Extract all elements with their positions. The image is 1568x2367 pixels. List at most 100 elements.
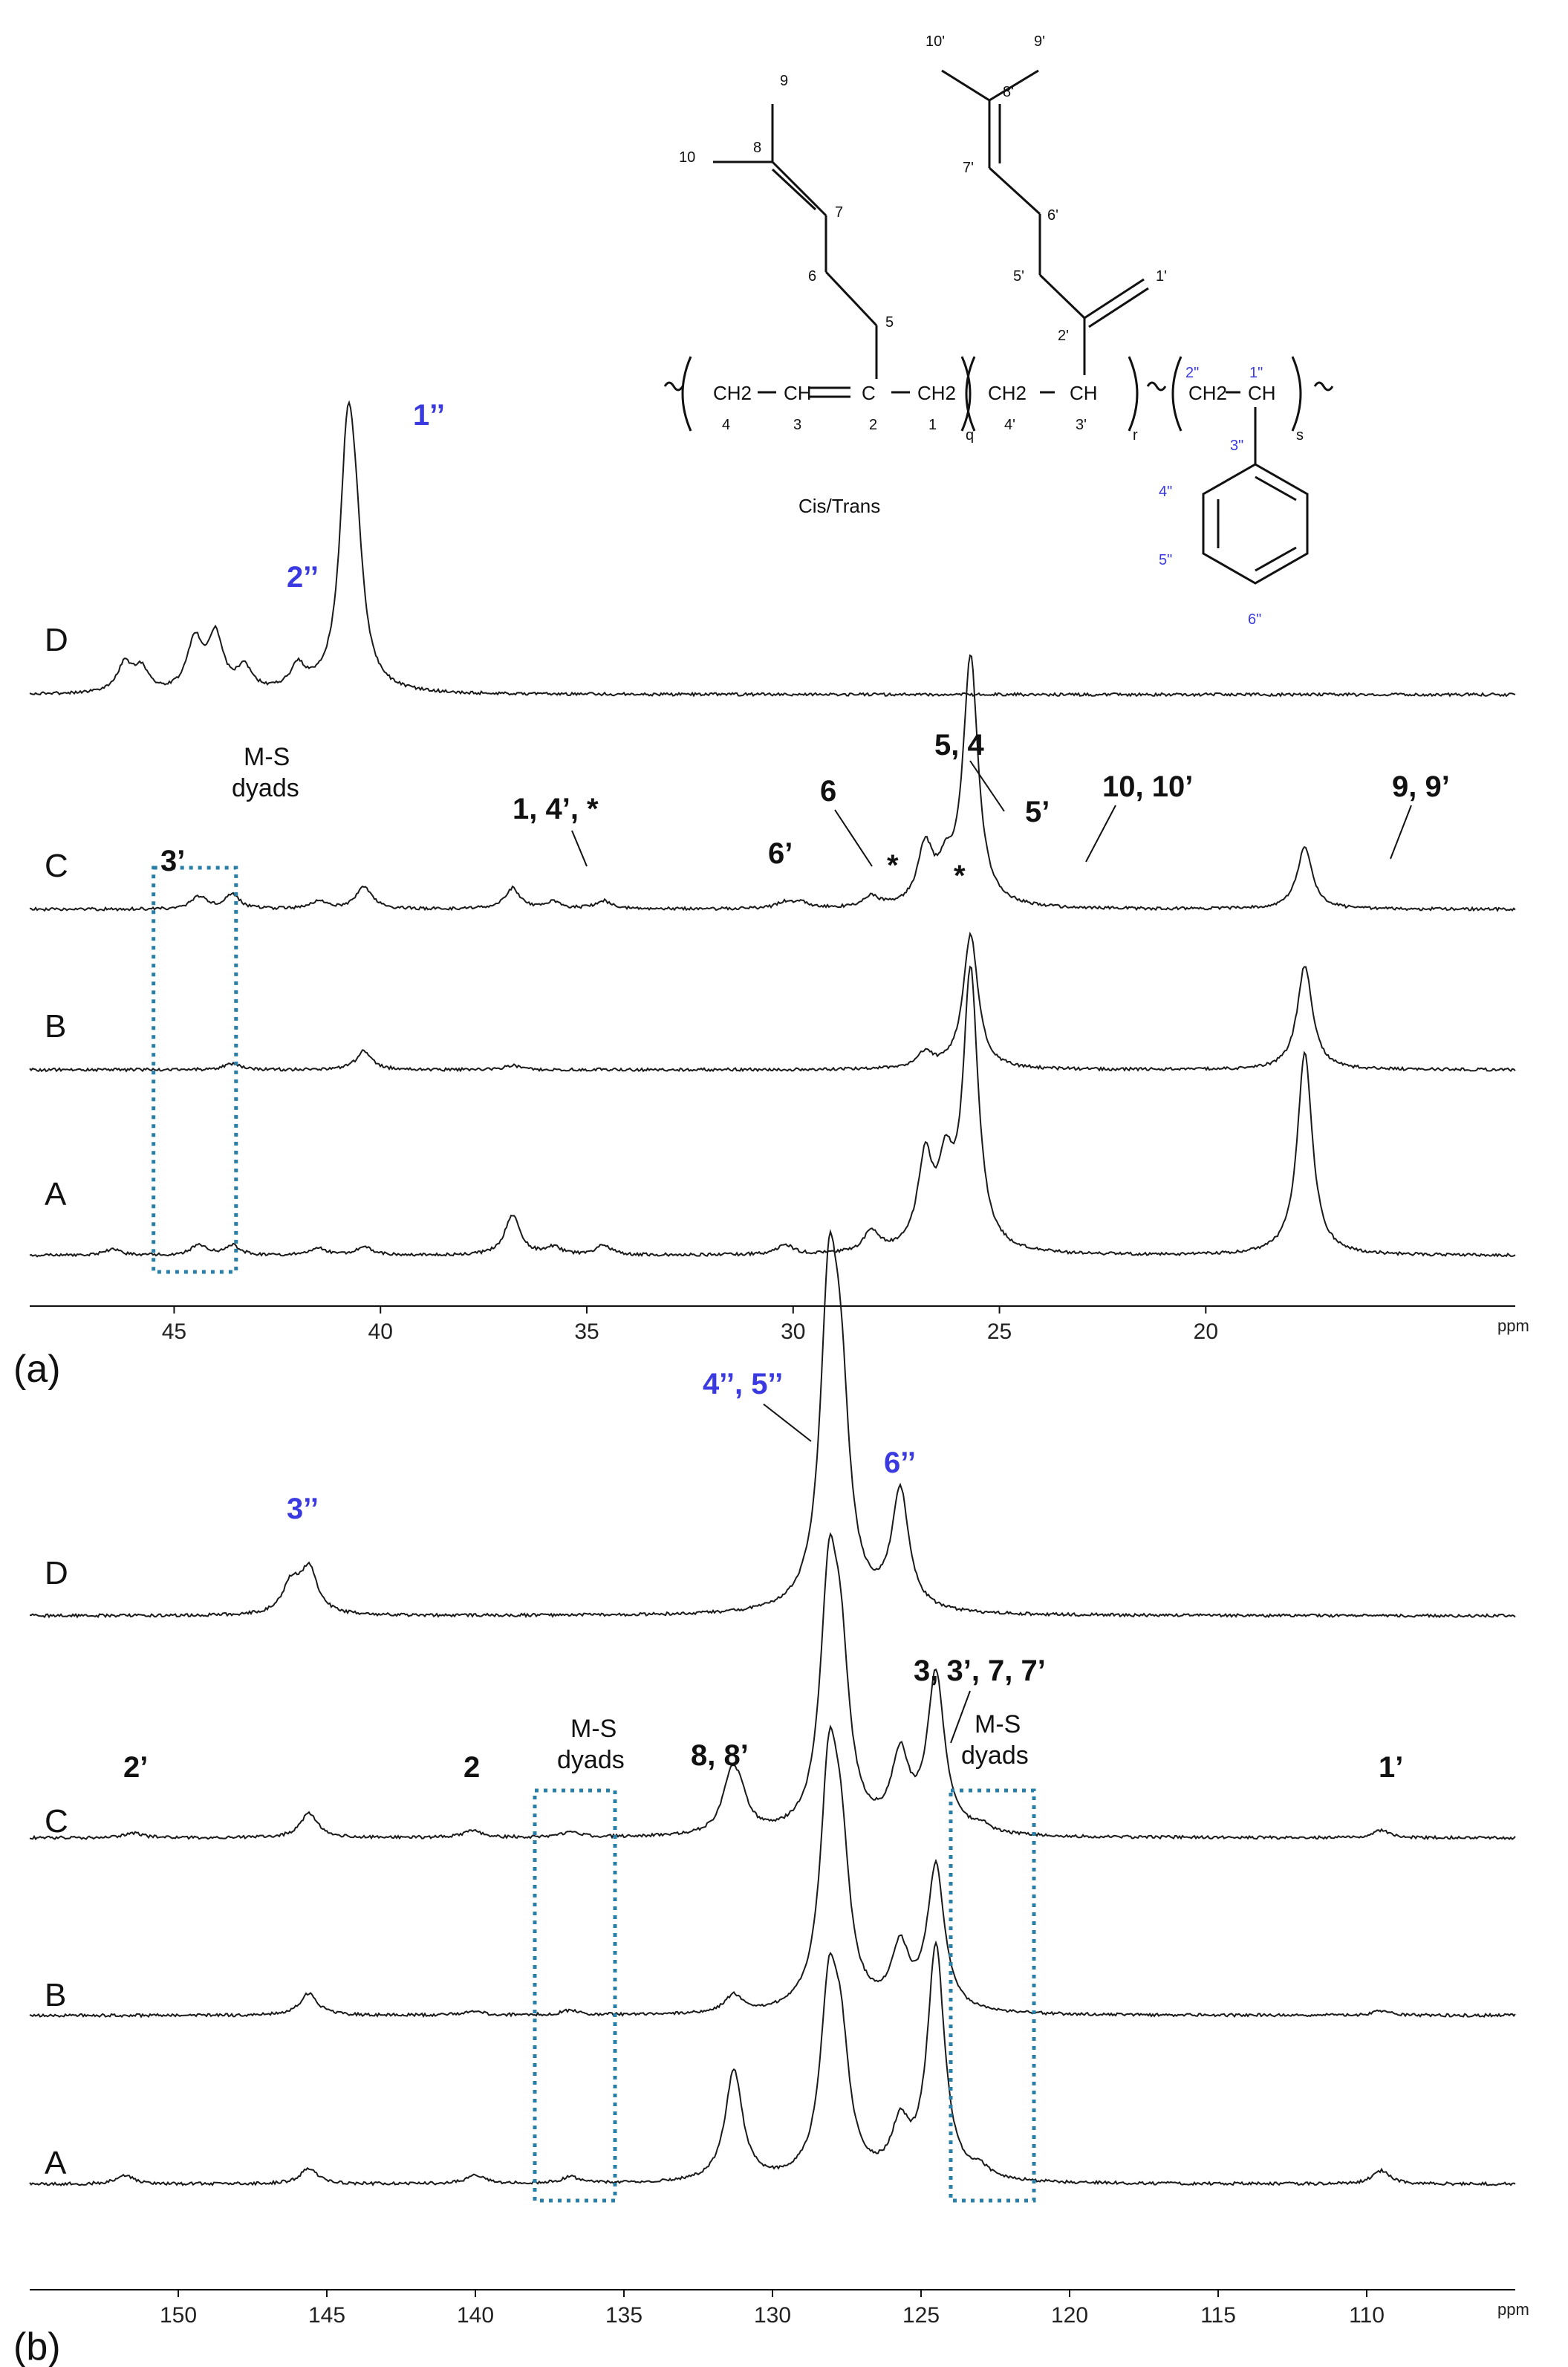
- group-ch-1pp: CH: [1248, 382, 1276, 404]
- annotation-1pp: 1’’: [413, 399, 445, 432]
- group-ch2-4p: CH2: [988, 382, 1027, 404]
- atom-label-4: 4: [722, 417, 730, 433]
- tick-label: 140: [457, 2303, 494, 2328]
- trace-label-c: C: [45, 848, 68, 884]
- atom-label-3pp: 3": [1230, 438, 1243, 454]
- bond-7-8-double: [771, 168, 817, 211]
- spectrum-trace-c: [29, 654, 1516, 912]
- trace-label-b-a: A: [45, 2145, 67, 2181]
- leader-6: [834, 809, 873, 867]
- panel-b-dyad-boxes: [533, 1788, 1036, 2203]
- leader-1-4p: [571, 830, 588, 867]
- bond-2p-1p: [1084, 278, 1145, 319]
- annotation-6p: 6’: [768, 837, 793, 870]
- trace-label-a: A: [45, 1176, 67, 1212]
- trace-label-b-c: C: [45, 1803, 68, 1840]
- subscript-s: s: [1296, 427, 1304, 444]
- panel-b-leader-lines: [763, 1403, 971, 1744]
- annotation-8-8p: 8, 8’: [691, 1739, 749, 1772]
- tick-label: 45: [162, 1319, 186, 1344]
- ring-double-2: [1255, 546, 1297, 572]
- bracket-q-open: [681, 356, 692, 432]
- group-ch-3p: CH: [1070, 382, 1098, 404]
- tick-label: 35: [574, 1319, 599, 1344]
- trace-label-b: B: [45, 1008, 66, 1045]
- annotation-ms-b1: M-S: [570, 1715, 617, 1743]
- wavy-end-right: [1313, 381, 1334, 392]
- cis-trans-label: Cis/Trans: [798, 495, 880, 517]
- atom-label-6pp: 6": [1248, 611, 1261, 628]
- bond-8p-9p: [989, 69, 1039, 102]
- spectrum-trace-b: [29, 1724, 1516, 2019]
- atom-label-8: 8: [753, 140, 761, 156]
- atom-label-10p: 10': [925, 33, 945, 50]
- panel-a-dyad-boxes: [152, 866, 238, 1274]
- atom-label-8p: 8': [1003, 84, 1014, 100]
- group-ch2-2pp: CH2: [1188, 382, 1227, 404]
- atom-label-4pp: 4": [1159, 484, 1172, 500]
- atom-label-1p: 1': [1156, 268, 1167, 285]
- ring-double-3: [1255, 475, 1297, 501]
- annotation-star-2: *: [954, 860, 966, 892]
- atom-label-6: 6: [808, 268, 816, 285]
- panel-a-unit: ppm: [1497, 1316, 1529, 1335]
- annotation-10-10p: 10, 10’: [1102, 770, 1193, 803]
- trace-label-d: D: [45, 622, 68, 658]
- wavy-end-left: [663, 381, 684, 392]
- tick-label: 30: [781, 1319, 805, 1344]
- atom-label-3p: 3': [1076, 417, 1087, 433]
- group-ch-3: CH: [784, 382, 812, 404]
- leader-5-4: [969, 760, 1005, 812]
- annotation-3p: 3’: [160, 845, 185, 877]
- spectrum-trace-a: [29, 965, 1516, 1258]
- atom-label-7: 7: [835, 204, 843, 221]
- tick-label: 20: [1194, 1319, 1218, 1344]
- annotation-dyads-b1: dyads: [557, 1746, 625, 1774]
- annotation-2pp: 2’’: [287, 561, 319, 594]
- atom-label-9p: 9': [1034, 33, 1045, 50]
- bond-8p-10p: [941, 69, 990, 102]
- bracket-q-close: [960, 356, 972, 432]
- group-c-2: C: [862, 382, 876, 404]
- panel-b-label: (b): [13, 2325, 61, 2367]
- atom-label-5p: 5': [1013, 268, 1024, 285]
- atom-label-9: 9: [780, 73, 788, 89]
- structure-labels: CH2 CH C CH2 CH2 CH CH2 CH q r s 1 2 3 4…: [679, 33, 1304, 628]
- tick-label: 110: [1349, 2303, 1385, 2328]
- group-ch2-4: CH2: [713, 382, 752, 404]
- leader-3-7: [950, 1690, 971, 1744]
- atom-label-2pp: 2": [1185, 365, 1199, 381]
- atom-label-10: 10: [679, 149, 695, 166]
- bracket-s-close: [1291, 356, 1302, 432]
- wavy-end-mid: [1146, 381, 1167, 392]
- panel-a-traces: [29, 400, 1516, 1258]
- tick-label: 40: [368, 1319, 393, 1344]
- dyad-box: [949, 1788, 1036, 2203]
- leader-9-9p: [1390, 805, 1412, 860]
- annotation-3-3p-7-7p: 3, 3’, 7, 7’: [914, 1655, 1046, 1687]
- leader-10-10p: [1085, 805, 1116, 863]
- bond-2p-1p-double: [1088, 287, 1149, 328]
- tick-label: 135: [605, 2303, 643, 2328]
- spectrum-trace-b: [29, 931, 1516, 1073]
- dyad-box: [533, 1788, 617, 2203]
- annotation-5p: 5’: [1025, 796, 1050, 828]
- leader-4pp-5pp: [763, 1403, 812, 1442]
- atom-label-5: 5: [885, 314, 894, 331]
- annotation-4pp-5pp: 4’’, 5’’: [703, 1368, 783, 1400]
- annotation-3pp: 3’’: [287, 1493, 319, 1525]
- tick-label: 130: [754, 2303, 791, 2328]
- chemical-structure: [663, 69, 1334, 585]
- atom-label-3: 3: [793, 417, 801, 433]
- spectrum-trace-d: [29, 400, 1516, 698]
- annotation-6: 6: [820, 775, 836, 808]
- annotation-dyads-a: dyads: [232, 774, 299, 802]
- atom-label-2p: 2': [1058, 328, 1069, 344]
- annotation-1p: 1’: [1379, 1751, 1403, 1784]
- annotation-2: 2: [463, 1751, 480, 1784]
- bond-7-8: [771, 160, 827, 217]
- tick-label: 25: [987, 1319, 1012, 1344]
- panel-a-leader-lines: [571, 760, 1412, 867]
- annotation-6pp: 6’’: [884, 1446, 916, 1479]
